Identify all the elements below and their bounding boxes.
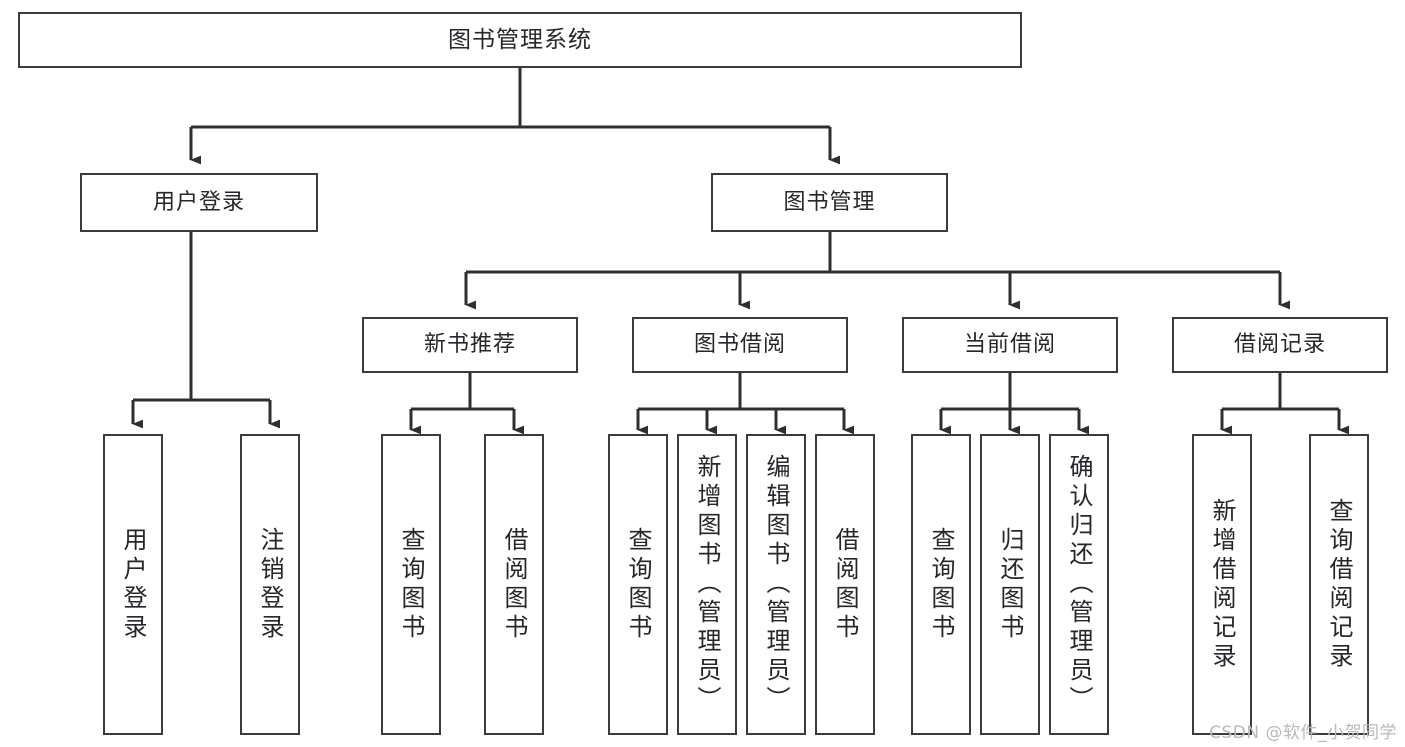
node-label: 新增借阅记录 (1208, 497, 1236, 672)
node-borrow-record[interactable]: 借阅记录 (1172, 317, 1388, 373)
node-label: 注销登录 (256, 526, 284, 643)
node-leaf-borrow-book-1[interactable]: 借阅图书 (484, 434, 544, 735)
node-label: 借阅记录 (1233, 332, 1326, 358)
node-label: 查询图书 (624, 526, 652, 643)
node-book-borrow[interactable]: 图书借阅 (632, 317, 848, 373)
node-leaf-user-login[interactable]: 用户登录 (103, 434, 163, 735)
node-leaf-query-book-1[interactable]: 查询图书 (381, 434, 441, 735)
node-root-book-management-system[interactable]: 图书管理系统 (18, 12, 1022, 68)
node-book-manage[interactable]: 图书管理 (711, 173, 948, 232)
node-label: 图书管理系统 (448, 26, 592, 53)
node-leaf-query-book-2[interactable]: 查询图书 (608, 434, 668, 735)
node-label: 新书推荐 (423, 332, 516, 358)
node-leaf-user-logout[interactable]: 注销登录 (240, 434, 300, 735)
node-label: 图书借阅 (693, 332, 786, 358)
node-leaf-return-book[interactable]: 归还图书 (980, 434, 1040, 735)
node-label: 查询借阅记录 (1325, 497, 1353, 672)
node-new-book-recommend[interactable]: 新书推荐 (362, 317, 578, 373)
node-leaf-query-book-3[interactable]: 查询图书 (911, 434, 971, 735)
node-label: 借阅图书 (831, 526, 859, 643)
node-user-login[interactable]: 用户登录 (80, 173, 318, 232)
node-leaf-add-record[interactable]: 新增借阅记录 (1192, 434, 1252, 735)
node-label: 新增图书（管理员） (693, 454, 721, 715)
node-label: 确认归还（管理员） (1065, 454, 1093, 715)
node-label: 查询图书 (927, 526, 955, 643)
node-leaf-add-book[interactable]: 新增图书（管理员） (677, 434, 737, 735)
node-leaf-borrow-book-2[interactable]: 借阅图书 (815, 434, 875, 735)
csdn-watermark: CSDN @软件_小贺同学 (1209, 723, 1397, 743)
node-label: 用户登录 (152, 189, 245, 215)
node-label: 归还图书 (996, 526, 1024, 643)
node-label: 借阅图书 (500, 526, 528, 643)
node-leaf-edit-book[interactable]: 编辑图书（管理员） (746, 434, 806, 735)
node-label: 查询图书 (397, 526, 425, 643)
node-current-borrow[interactable]: 当前借阅 (902, 317, 1118, 373)
node-label: 编辑图书（管理员） (762, 454, 790, 715)
node-label: 图书管理 (783, 189, 876, 215)
node-leaf-query-record[interactable]: 查询借阅记录 (1309, 434, 1369, 735)
node-leaf-confirm-return[interactable]: 确认归还（管理员） (1049, 434, 1109, 735)
node-label: 当前借阅 (963, 332, 1056, 358)
node-label: 用户登录 (119, 526, 147, 643)
